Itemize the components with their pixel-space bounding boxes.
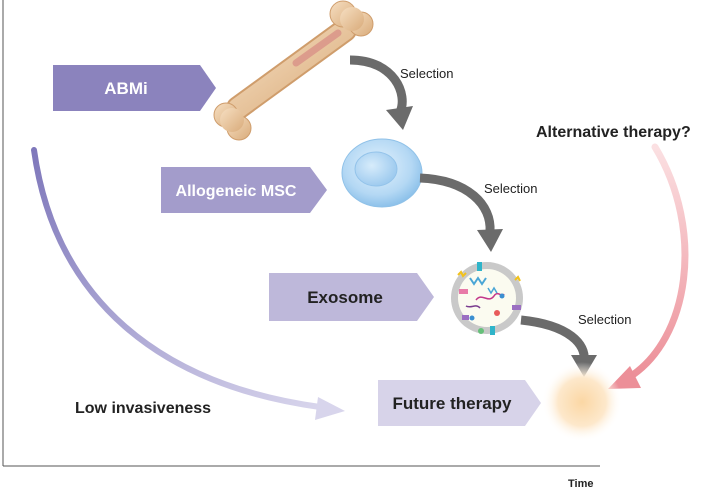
selection-arrow-2 [419,173,495,233]
alternative-therapy-arrow [624,143,689,382]
stage-allogeneic-msc: Allogeneic MSC [161,167,327,213]
time-axis-label: Time [568,478,593,490]
stage-exosome: Exosome [269,273,434,321]
future-therapy-glow [542,362,622,442]
alternative-therapy-label: Alternative therapy? [536,124,691,141]
stage-label-allogeneic-msc: Allogeneic MSC [176,183,297,200]
low-invasiveness-label: Low invasiveness [75,400,211,417]
selection-label-1: Selection [400,66,453,81]
selection-arrow-3 [520,315,589,361]
stage-future-therapy: Future therapy [378,380,541,426]
msc-cell-illustration [341,138,423,208]
stage-abmi: ABMi [53,65,216,111]
stage-label-future-therapy: Future therapy [392,394,512,413]
selection-arrowhead-2 [477,229,503,252]
low-invasiveness-arrowhead [315,397,345,420]
selection-label-3: Selection [578,312,631,327]
selection-arrow-1 [349,55,407,114]
stage-label-exosome: Exosome [307,288,383,307]
low-invasiveness-arrow [31,147,323,410]
exosome-illustration [451,262,523,335]
bone-illustration [213,0,374,141]
stage-label-abmi: ABMi [104,79,147,98]
selection-arrowhead-1 [386,106,413,130]
selection-label-2: Selection [484,181,537,196]
